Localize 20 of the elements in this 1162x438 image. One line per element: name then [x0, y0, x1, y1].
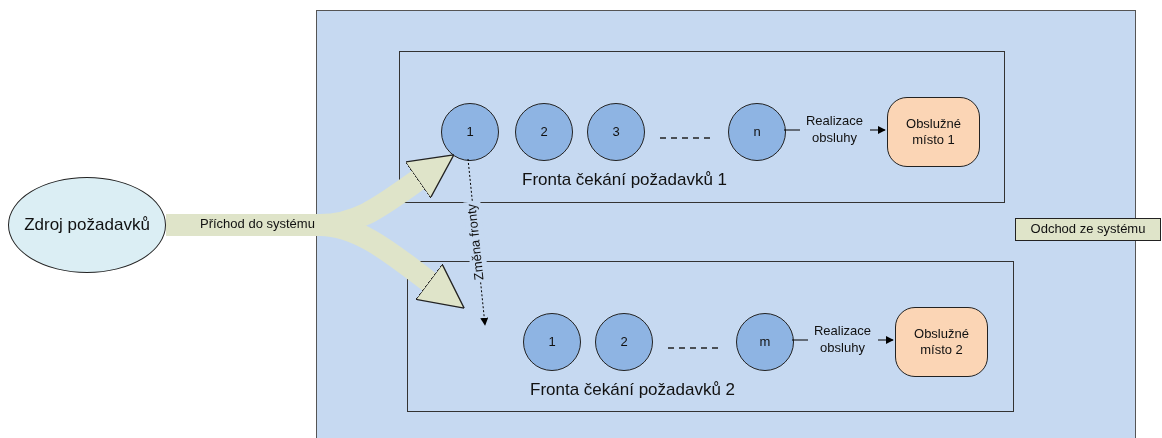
node-label: n	[753, 123, 761, 141]
edge-label: Příchod do systému	[199, 216, 316, 233]
exit-band	[1015, 218, 1161, 241]
node-label: Odchod ze systému	[1030, 221, 1146, 238]
node-label: 2	[540, 123, 548, 141]
node-label: m	[759, 333, 771, 351]
node-label: Obslužné místo 1	[905, 115, 962, 149]
service-point	[895, 307, 988, 377]
queue-box	[399, 51, 1005, 203]
node-label: 2	[620, 333, 628, 351]
node-label: 1	[466, 123, 474, 141]
service-point	[887, 97, 980, 167]
edge-label: Realizace obsluhy	[807, 323, 878, 357]
node-label: Obslužné místo 2	[913, 325, 970, 359]
queue-title: Fronta čekání požadavků 1	[522, 170, 728, 190]
node-label: 3	[612, 123, 620, 141]
edge-label: Realizace obsluhy	[799, 113, 870, 147]
node-label: 1	[548, 333, 556, 351]
node-label: Zdroj požadavků	[24, 214, 150, 236]
queue-title: Fronta čekání požadavků 2	[530, 380, 736, 400]
